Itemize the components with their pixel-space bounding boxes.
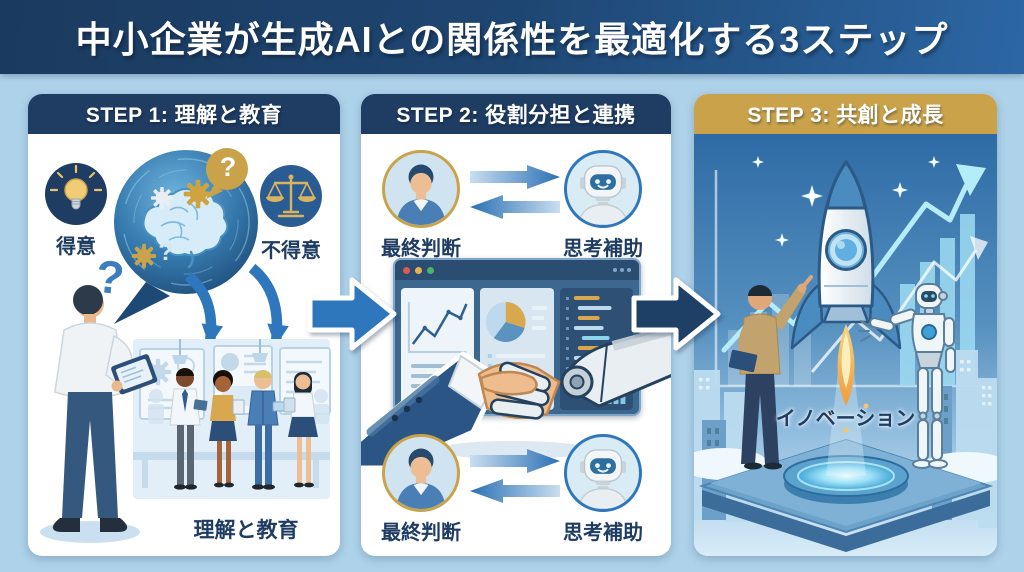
robot-arm-icon xyxy=(560,325,671,408)
question-bubble-icon xyxy=(206,148,248,199)
browser-titlebar xyxy=(395,260,639,280)
step2-to-step3-arrow-icon xyxy=(631,277,721,351)
pointing-person-icon xyxy=(728,275,813,470)
step3-body: イノベーション xyxy=(694,134,997,556)
robot-figure-icon xyxy=(858,283,956,469)
step3-illustration xyxy=(694,134,997,556)
window-menu-dots xyxy=(613,268,631,272)
meeting-scene-icon xyxy=(133,339,331,499)
flow-down-arrows-icon xyxy=(184,263,289,347)
strength-label: 得意 xyxy=(56,236,96,258)
exchange-arrows-icon xyxy=(470,165,560,219)
observer-person-icon xyxy=(40,285,158,543)
step2-panel: STEP 2: 役割分担と連携 xyxy=(361,94,671,556)
question-mark-icon: ? xyxy=(158,238,174,266)
ai-role-label: 思考補助 xyxy=(563,238,643,260)
exchange-arrows-icon xyxy=(470,449,560,503)
human-role-label: 最終判断 xyxy=(381,238,461,260)
dashboard-body xyxy=(395,280,639,414)
title-banner: 中小企業が生成AIとの関係性を最適化する3ステップ xyxy=(0,0,1024,74)
ai-role-label: 思考補助 xyxy=(563,522,643,544)
rocket-icon xyxy=(790,159,902,433)
step3-header: STEP 3: 共創と成長 xyxy=(694,94,997,134)
question-mark-icon: ? xyxy=(93,249,127,305)
window-minimize-dot xyxy=(415,266,422,274)
human-avatar-icon xyxy=(382,434,460,512)
step1-panel: STEP 1: 理解と教育 xyxy=(28,94,340,556)
employee-3 xyxy=(247,370,286,490)
employee-2 xyxy=(209,370,245,488)
weakness-label: 不得意 xyxy=(261,240,321,262)
tablet-icon xyxy=(728,349,758,373)
employee-4 xyxy=(283,372,318,488)
human-avatar-icon xyxy=(382,150,460,228)
step1-illustration xyxy=(40,148,331,543)
step3-panel: STEP 3: 共創と成長 xyxy=(694,94,997,556)
step1-body: 得意 不得意 ? ? ? 理解と教育 xyxy=(28,134,340,556)
step1-to-step2-arrow-icon xyxy=(307,277,397,351)
step1-header: STEP 1: 理解と教育 xyxy=(28,94,340,134)
employee-1 xyxy=(169,368,208,490)
step1-caption: 理解と教育 xyxy=(193,519,299,542)
step3-caption: イノベーション xyxy=(775,408,916,430)
lightbulb-icon xyxy=(45,163,107,225)
clasped-hands-icon xyxy=(477,361,561,420)
window-zoom-dot xyxy=(427,266,434,274)
human-role-label: 最終判断 xyxy=(381,522,461,544)
question-mark-icon: ? xyxy=(219,152,237,182)
tablet-icon xyxy=(111,354,158,395)
robot-avatar-icon xyxy=(564,434,642,512)
main-title: 中小企業が生成AIとの関係性を最適化する3ステップ xyxy=(75,19,949,60)
robot-avatar-icon xyxy=(564,150,642,228)
window-close-dot xyxy=(403,266,410,274)
scale-icon xyxy=(260,165,322,227)
step2-body: 最終判断 思考補助 xyxy=(361,134,671,556)
handshake-icon xyxy=(361,325,671,468)
step2-header: STEP 2: 役割分担と連携 xyxy=(361,94,671,134)
